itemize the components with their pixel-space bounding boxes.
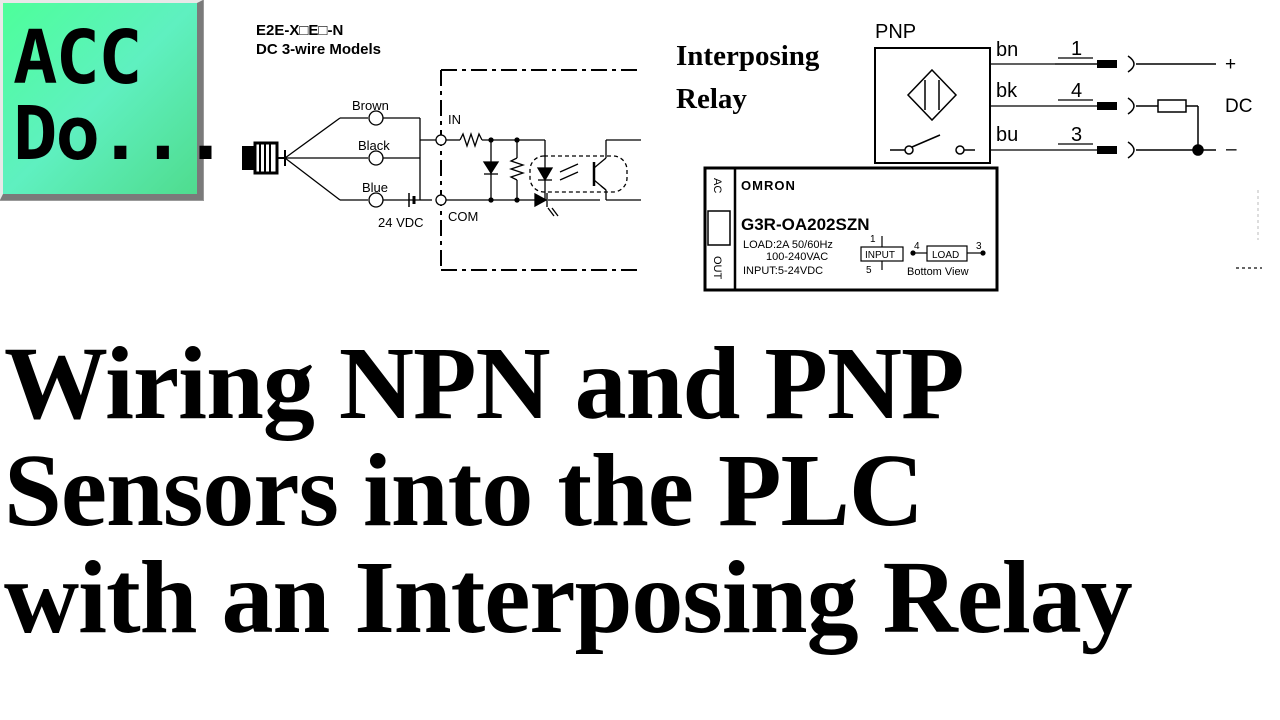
phototransistor-icon bbox=[592, 139, 641, 201]
relay-pin-3: 3 bbox=[976, 241, 982, 252]
relay-input-box: INPUT bbox=[865, 250, 895, 261]
omron-relay-diagram: AC OUT OMRON G3R-OA202SZN LOAD:2A 50/60H… bbox=[703, 166, 999, 292]
relay-side-out: OUT bbox=[711, 256, 723, 280]
pnp-pin-4: 4 bbox=[1071, 80, 1082, 102]
relay-pin-1: 1 bbox=[870, 234, 876, 245]
pnp-pin-1: 1 bbox=[1071, 38, 1082, 60]
proximity-sensor-icon bbox=[242, 141, 286, 175]
pnp-wire-bn: bn bbox=[996, 39, 1018, 61]
wire-label-black: Black bbox=[358, 138, 390, 153]
interposing-relay-caption: Interposing Relay bbox=[676, 40, 820, 115]
relay-pin-4: 4 bbox=[914, 241, 920, 252]
relay-load-box: LOAD bbox=[932, 250, 959, 261]
pnp-dc-label: DC bbox=[1225, 96, 1252, 117]
supply-voltage-label: 24 VDC bbox=[378, 215, 424, 230]
video-title: Wiring NPN and PNP Sensors into the PLC … bbox=[4, 330, 1274, 651]
relay-load-rating: LOAD:2A 50/60Hz bbox=[743, 239, 833, 251]
pnp-sensor-diagram: PNP bn bk bu bbox=[874, 21, 1252, 164]
title-line-2: Sensors into the PLC bbox=[4, 433, 924, 548]
sensor-symbol-icon bbox=[906, 68, 958, 122]
pnp-minus-label: – bbox=[1226, 139, 1237, 160]
relay-model: G3R-OA202SZN bbox=[741, 215, 869, 234]
title-line-3: with an Interposing Relay bbox=[4, 540, 1133, 655]
wire-label-blue: Blue bbox=[362, 180, 388, 195]
relay-brand: OMRON bbox=[741, 178, 796, 193]
pnp-pin-3: 3 bbox=[1071, 124, 1082, 146]
npn-input-diagram: E2E-X□E□-N DC 3-wire Models bbox=[242, 22, 641, 271]
wire-label-brown: Brown bbox=[352, 98, 389, 113]
channel-logo: ACC Do... bbox=[0, 0, 228, 200]
relay-bottom-view: Bottom View bbox=[907, 266, 969, 278]
interposing-label-line2: Relay bbox=[676, 83, 747, 115]
interposing-label-line1: Interposing bbox=[676, 40, 820, 72]
in-terminal-label: IN bbox=[448, 112, 461, 127]
switch-contact-icon bbox=[890, 134, 975, 155]
wiring-diagrams: E2E-X□E□-N DC 3-wire Models bbox=[242, 21, 1262, 292]
relay-voltage: 100-240VAC bbox=[766, 251, 828, 263]
pnp-plus-label: + bbox=[1225, 54, 1236, 75]
npn-subtitle: DC 3-wire Models bbox=[256, 41, 381, 58]
logo-line-2: Do... bbox=[13, 91, 228, 177]
title-line-1: Wiring NPN and PNP bbox=[4, 326, 965, 441]
relay-side-ac: AC bbox=[711, 178, 723, 193]
relay-pin-5: 5 bbox=[866, 265, 872, 276]
battery-24vdc-icon bbox=[408, 193, 416, 207]
pnp-type-label: PNP bbox=[875, 21, 916, 43]
com-terminal-label: COM bbox=[448, 209, 478, 224]
pnp-wire-bk: bk bbox=[996, 80, 1018, 102]
relay-input-rating: INPUT:5-24VDC bbox=[743, 265, 823, 277]
logo-line-1: ACC bbox=[13, 15, 143, 101]
npn-model-label: E2E-X□E□-N bbox=[256, 22, 343, 39]
pnp-wire-bu: bu bbox=[996, 124, 1018, 146]
